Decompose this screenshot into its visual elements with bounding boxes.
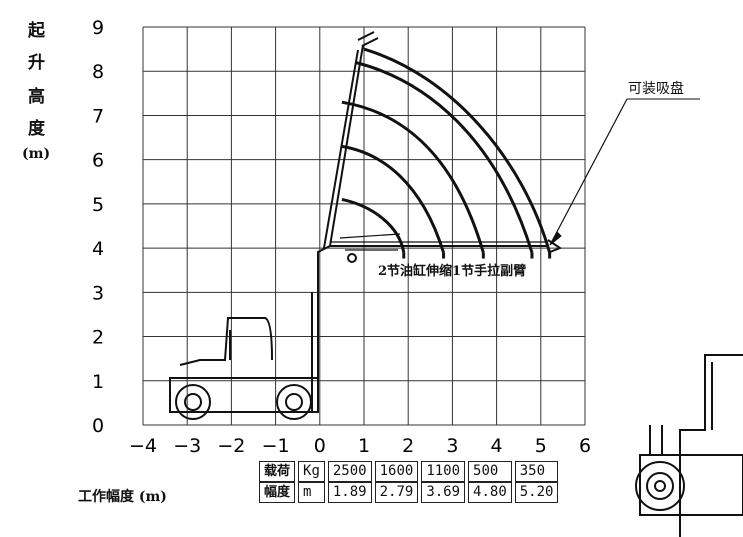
y-tick-label: 3: [92, 282, 104, 304]
axis-ticks: 0 1 2 3 4 5 6 7 8 9 −4 −3 −2 −1 0 1 2 3 4 5 6: [92, 17, 591, 457]
x-tick-label: 3: [446, 435, 458, 457]
x-tick-label: −2: [217, 435, 245, 457]
radius-value: 3.69: [421, 482, 466, 503]
load-label: 载荷: [259, 461, 296, 482]
radius-value: 2.79: [374, 482, 419, 503]
load-table: 载荷 Kg 2500 1600 1100 500 350 幅度 m 1.89 2…: [256, 461, 561, 503]
working-range-curve: [354, 60, 534, 253]
x-tick-label: 6: [579, 435, 591, 457]
x-tick-label: −3: [173, 435, 201, 457]
y-tick-label: 1: [92, 371, 104, 393]
truck-side-view: [635, 354, 743, 537]
working-range-curve: [341, 100, 485, 253]
load-value: 2500: [327, 461, 372, 482]
radius-row: 幅度 m 1.89 2.79 3.69 4.80 5.20: [259, 482, 559, 503]
x-tick-label: −1: [262, 435, 290, 457]
suction-cup-annotation: 可装吸盘: [628, 81, 684, 97]
forklift-truck: [169, 292, 319, 420]
arm-spec-annotation: 2节油缸伸缩1节手拉副臂: [378, 264, 527, 279]
load-unit: Kg: [298, 461, 325, 482]
y-tick-label: 9: [92, 17, 104, 39]
x-tick-label: 0: [314, 435, 326, 457]
y-tick-label: 6: [92, 150, 104, 172]
working-range-curve: [363, 47, 552, 253]
load-row: 载荷 Kg 2500 1600 1100 500 350: [259, 461, 559, 482]
x-tick-label: 5: [535, 435, 547, 457]
y-axis-label-char: 度: [28, 119, 45, 139]
radius-value: 4.80: [468, 482, 512, 503]
x-tick-label: −4: [129, 435, 157, 457]
x-tick-label: 1: [358, 435, 370, 457]
working-range-curve: [341, 198, 406, 253]
working-range-curve: [341, 144, 445, 253]
radius-label: 幅度: [259, 482, 296, 503]
y-tick-label: 8: [92, 61, 104, 83]
y-tick-label: 5: [92, 194, 104, 216]
radius-value: 1.89: [327, 482, 372, 503]
y-axis-label-char: 升: [28, 53, 45, 73]
load-value: 1600: [374, 461, 419, 482]
y-tick-label: 7: [92, 105, 104, 127]
chart-grid: [142, 26, 586, 426]
x-tick-label: 4: [491, 435, 503, 457]
y-tick-label: 4: [92, 238, 104, 260]
x-tick-label: 2: [402, 435, 414, 457]
suction-cup-callout-line: [549, 98, 700, 246]
radius-unit: m: [298, 482, 325, 503]
y-axis-label-char: (m): [22, 146, 51, 162]
load-value: 1100: [421, 461, 466, 482]
y-tick-label: 0: [92, 415, 104, 437]
load-value: 500: [468, 461, 512, 482]
load-value: 350: [514, 461, 559, 482]
crane-boom: [317, 31, 563, 293]
x-axis-label: 工作幅度 (m): [78, 489, 167, 505]
y-axis-label-char: 高: [28, 87, 45, 107]
y-tick-label: 2: [92, 327, 104, 349]
radius-value: 5.20: [514, 482, 559, 503]
y-axis-label-char: 起: [28, 21, 45, 41]
load-curves: [341, 47, 552, 259]
